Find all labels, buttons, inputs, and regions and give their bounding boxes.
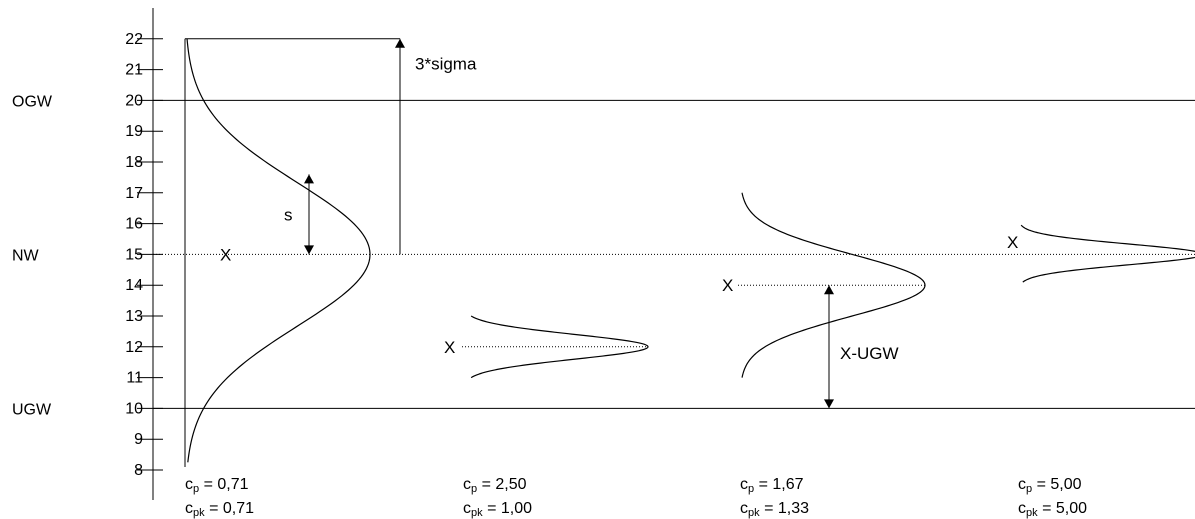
cp-label-3: cp = 1,67 <box>740 476 804 495</box>
cp-label-4: cp = 5,00 <box>1018 476 1082 495</box>
mean-marker-2: X <box>444 338 455 357</box>
mean-marker-4: X <box>1007 233 1018 252</box>
y-tick-label: 19 <box>125 123 143 140</box>
s-label: s <box>284 205 293 224</box>
y-tick-label: 17 <box>125 185 143 202</box>
mean-marker-3: X <box>722 276 733 295</box>
y-tick-label: 22 <box>125 31 143 48</box>
distribution-curve-1 <box>186 38 371 463</box>
y-tick-label: 14 <box>125 277 143 294</box>
x-ugw-label: X-UGW <box>840 344 899 363</box>
y-tick-label: 8 <box>134 462 143 479</box>
ogw-label: OGW <box>12 93 53 110</box>
y-tick-label: 12 <box>125 339 143 356</box>
y-tick-label: 11 <box>126 370 143 387</box>
y-tick-label: 21 <box>125 62 143 79</box>
y-tick-label: 13 <box>125 308 143 325</box>
x-ugw-arrow <box>824 285 834 409</box>
y-tick-label: 18 <box>125 154 143 171</box>
cpk-label-2: cpk = 1,00 <box>463 500 532 519</box>
y-tick-label: 16 <box>125 216 143 233</box>
cp-label-1: cp = 0,71 <box>185 476 249 495</box>
y-tick-label: 10 <box>125 400 143 417</box>
cpk-label-3: cpk = 1,33 <box>740 500 809 519</box>
y-tick-label: 20 <box>125 92 143 109</box>
cpk-label-1: cpk = 0,71 <box>185 500 254 519</box>
y-axis-ticks: 8 9 10 11 12 13 14 15 16 17 18 19 20 21 22 <box>125 31 163 479</box>
s-arrow <box>304 174 314 255</box>
distribution-curve-4 <box>1020 224 1195 283</box>
distribution-curve-2 <box>470 315 649 379</box>
capability-indices: cp = 0,71 cpk = 0,71 cp = 2,50 cpk = 1,00 cp… <box>185 476 1087 519</box>
y-tick-label: 9 <box>134 431 143 448</box>
ugw-label: UGW <box>12 401 52 418</box>
nw-label: NW <box>12 247 40 264</box>
three-sigma-arrow <box>395 38 405 255</box>
three-sigma-label: 3*sigma <box>415 54 477 73</box>
mean-marker-1: X <box>220 245 231 264</box>
y-tick-label: 15 <box>125 246 143 263</box>
cpk-label-4: cpk = 5,00 <box>1018 500 1087 519</box>
cp-label-2: cp = 2,50 <box>463 476 527 495</box>
